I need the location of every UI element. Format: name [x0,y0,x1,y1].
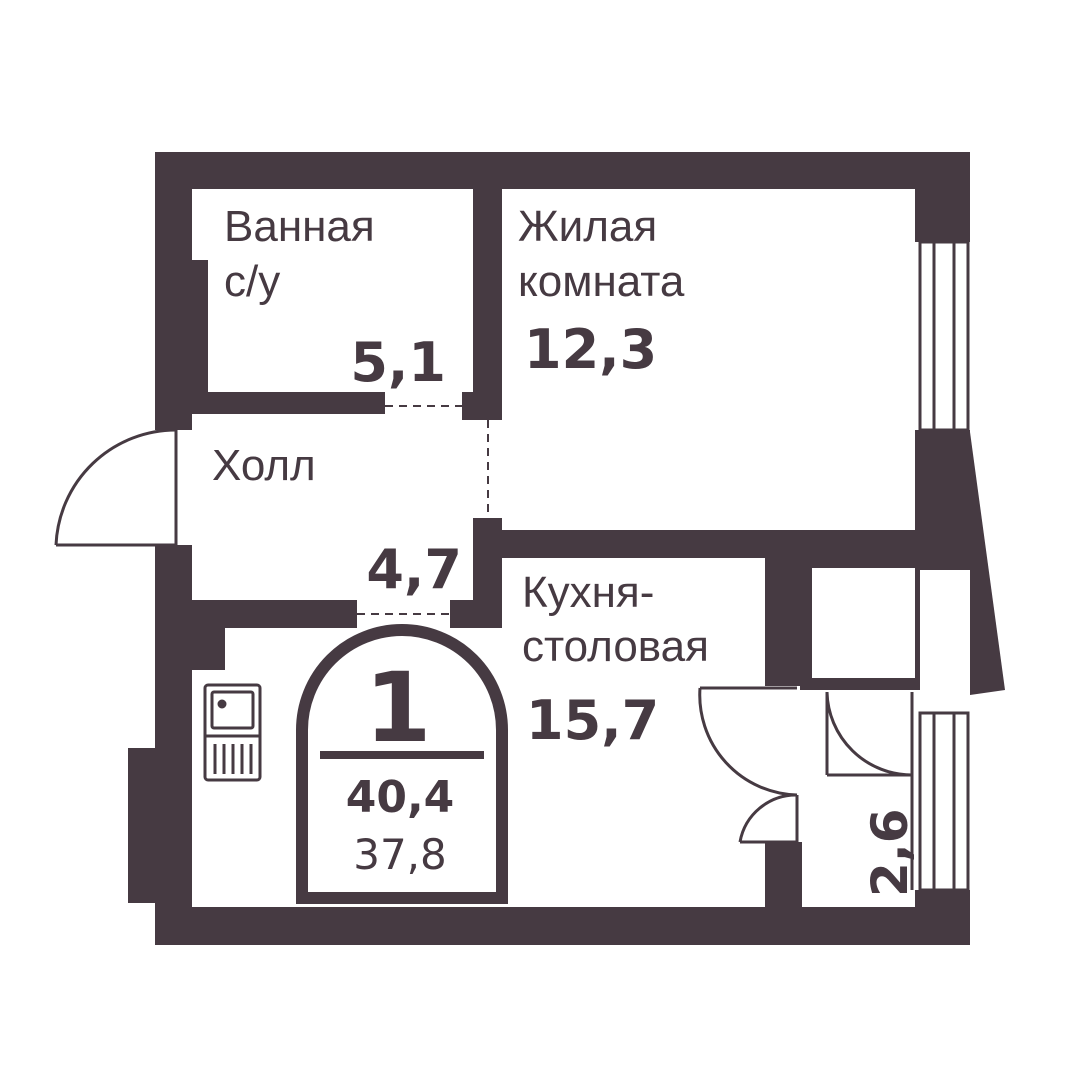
stove-icon [205,734,260,774]
badge-living-area: 37,8 [353,830,447,879]
room-living: Жилая комната 12,3 [518,202,685,381]
room-balcony-area: 2,6 [861,808,919,897]
room-hall-area: 4,7 [366,538,462,601]
kitchen-door [698,686,799,844]
windows [918,240,970,892]
balcony-door [825,691,914,890]
room-kitchen: Кухня- столовая 15,7 [522,568,709,752]
room-bathroom-area: 5,1 [350,331,446,394]
room-living-area: 12,3 [524,318,657,381]
walls [128,152,970,945]
badge-rooms-count: 1 [365,652,432,764]
room-kitchen-area: 15,7 [526,689,659,752]
room-kitchen-name-2: столовая [522,622,709,671]
room-bathroom-name-2: с/у [224,257,280,306]
entrance-door [54,428,178,547]
room-kitchen-name-1: Кухня- [522,568,654,617]
room-bathroom-name-1: Ванная [224,202,375,251]
balcony-glazing [970,432,1005,695]
sink-icon [203,683,262,782]
apartment-badge: 1 40,4 37,8 [296,624,508,904]
room-balcony: 2,6 [861,808,919,897]
room-living-name-1: Жилая [518,202,657,251]
room-bathroom: Ванная с/у 5,1 [224,202,446,394]
room-hall-name: Холл [212,441,316,490]
badge-divider [320,751,484,759]
room-hall: Холл 4,7 [212,441,462,601]
badge-total-area: 40,4 [346,772,455,823]
zone-dividers [357,405,489,615]
room-living-name-2: комната [518,257,685,306]
